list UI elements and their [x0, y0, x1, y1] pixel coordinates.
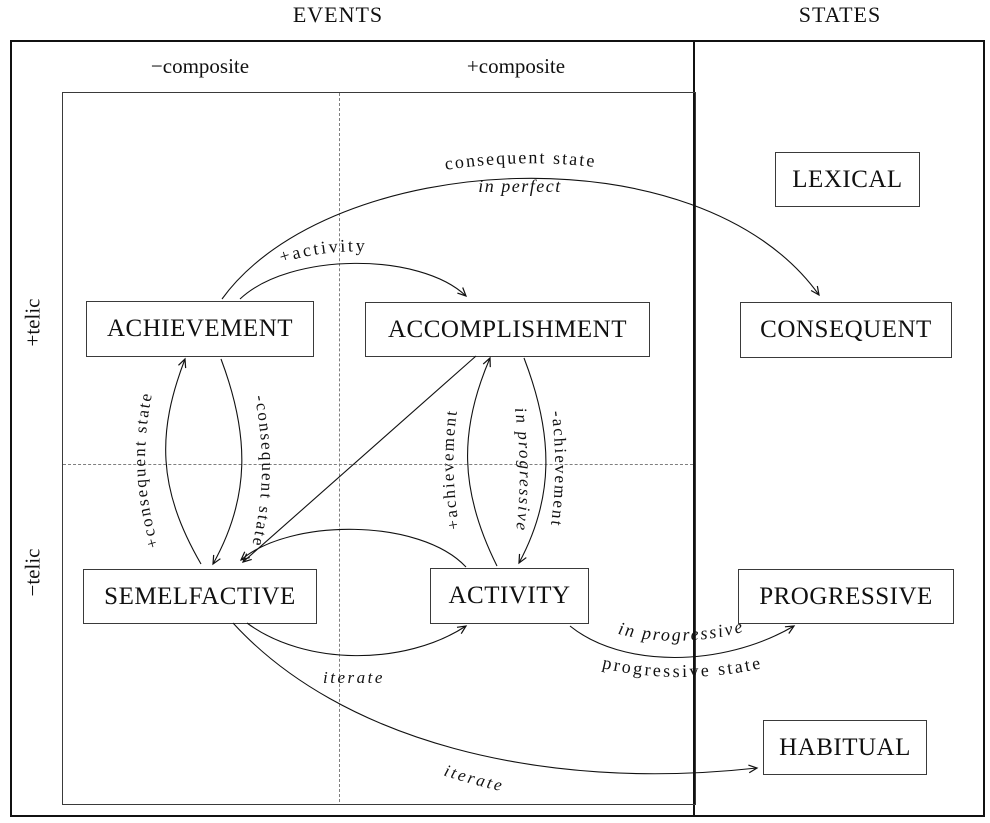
axis-minus-telic: −telic	[20, 548, 45, 597]
events-inner-frame	[62, 92, 696, 805]
events-title: EVENTS	[292, 2, 384, 27]
node-habitual: HABITUAL	[763, 720, 927, 775]
axis-plus-telic: +telic	[20, 298, 45, 347]
telic-divider-dashed	[63, 464, 693, 465]
outer-frame	[10, 40, 985, 817]
events-states-divider	[693, 40, 695, 815]
node-lexical: LEXICAL	[775, 152, 920, 207]
node-achievement: ACHIEVEMENT	[86, 301, 314, 357]
node-activity: ACTIVITY	[430, 568, 589, 624]
states-title: STATES	[798, 2, 882, 27]
axis-plus-composite: +composite	[466, 54, 566, 78]
node-accomplishment: ACCOMPLISHMENT	[365, 302, 650, 357]
node-progressive: PROGRESSIVE	[738, 569, 954, 624]
node-consequent: CONSEQUENT	[740, 302, 952, 358]
axis-minus-composite: −composite	[150, 54, 250, 78]
composite-divider-dashed	[339, 93, 340, 802]
node-semelfactive: SEMELFACTIVE	[83, 569, 317, 624]
